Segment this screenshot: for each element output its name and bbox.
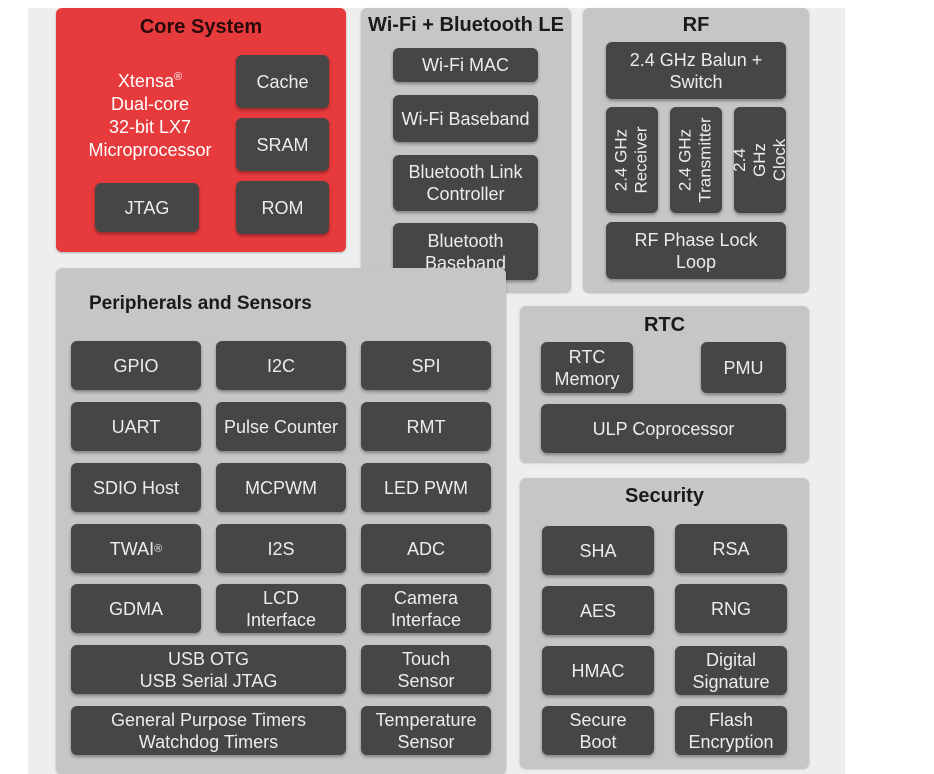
sram-block: SRAM (236, 118, 329, 171)
flash-encryption-block: Flash Encryption (675, 706, 787, 755)
registered-mark: ® (154, 542, 163, 555)
wifi-bluetooth-panel: Wi-Fi + Bluetooth LE Wi-Fi MAC Wi-Fi Bas… (361, 8, 571, 292)
gpio-block: GPIO (71, 341, 201, 390)
rf-title: RF (682, 14, 710, 36)
security-panel: Security SHA RSA AES RNG HMAC Digital Si… (520, 478, 809, 768)
rf-panel: RF 2.4 GHz Balun + Switch 2.4 GHz Receiv… (583, 8, 809, 292)
pmu-block: PMU (701, 342, 786, 393)
mcpwm-block: MCPWM (216, 463, 346, 512)
sdio-host-block: SDIO Host (71, 463, 201, 512)
cache-block: Cache (236, 55, 329, 108)
processor-label: Xtensa® Dual-core 32-bit LX7 Microproces… (70, 66, 230, 162)
pulse-counter-block: Pulse Counter (216, 402, 346, 451)
secure-boot-block: Secure Boot (542, 706, 654, 755)
receiver-label: 2.4 GHz Receiver (612, 126, 651, 194)
bluetooth-link-controller-block: Bluetooth Link Controller (393, 155, 538, 211)
rf-phase-lock-loop-block: RF Phase Lock Loop (606, 222, 786, 279)
digital-signature-block: Digital Signature (675, 646, 787, 695)
i2s-block: I2S (216, 524, 346, 573)
rmt-block: RMT (361, 402, 491, 451)
wifi-baseband-block: Wi-Fi Baseband (393, 95, 538, 142)
transmitter-block: 2.4 GHz Transmitter (670, 107, 722, 213)
lcd-interface-block: LCD Interface (216, 584, 346, 633)
twai-block: TWAI® (71, 524, 201, 573)
peripherals-title: Peripherals and Sensors (89, 293, 312, 314)
rtc-memory-block: RTC Memory (541, 342, 633, 393)
adc-block: ADC (361, 524, 491, 573)
led-pwm-block: LED PWM (361, 463, 491, 512)
core-system-title: Core System (139, 16, 263, 38)
timers-block: General Purpose Timers Watchdog Timers (71, 706, 346, 755)
jtag-block: JTAG (95, 183, 199, 232)
gdma-block: GDMA (71, 584, 201, 633)
balun-switch-block: 2.4 GHz Balun + Switch (606, 42, 786, 99)
rtc-panel: RTC RTC Memory PMU ULP Coprocessor (520, 306, 809, 462)
rng-block: RNG (675, 584, 787, 633)
uart-block: UART (71, 402, 201, 451)
i2c-block: I2C (216, 341, 346, 390)
sha-block: SHA (542, 526, 654, 575)
hmac-block: HMAC (542, 646, 654, 695)
processor-name: Xtensa (117, 71, 174, 91)
ulp-coprocessor-block: ULP Coprocessor (541, 404, 786, 453)
security-title: Security (625, 485, 704, 507)
core-system-panel: Core System Xtensa® Dual-core 32-bit LX7… (56, 8, 346, 252)
usb-block: USB OTG USB Serial JTAG (71, 645, 346, 694)
camera-interface-block: Camera Interface (361, 584, 491, 633)
transmitter-label: 2.4 GHz Transmitter (676, 117, 716, 203)
rtc-title: RTC (643, 314, 686, 336)
wifi-bluetooth-title: Wi-Fi + Bluetooth LE (368, 14, 564, 36)
temperature-sensor-block: Temperature Sensor (361, 706, 491, 755)
registered-mark: ® (173, 71, 183, 83)
aes-block: AES (542, 586, 654, 635)
receiver-block: 2.4 GHz Receiver (606, 107, 658, 213)
clock-label: 2.4 GHz Clock (730, 138, 789, 182)
rom-block: ROM (236, 181, 329, 234)
twai-label: TWAI (109, 538, 155, 559)
touch-sensor-block: Touch Sensor (361, 645, 491, 694)
spi-block: SPI (361, 341, 491, 390)
rsa-block: RSA (675, 524, 787, 573)
processor-details: Dual-core 32-bit LX7 Microprocessor (88, 94, 212, 160)
wifi-mac-block: Wi-Fi MAC (393, 48, 538, 82)
clock-block: 2.4 GHz Clock (730, 107, 789, 213)
